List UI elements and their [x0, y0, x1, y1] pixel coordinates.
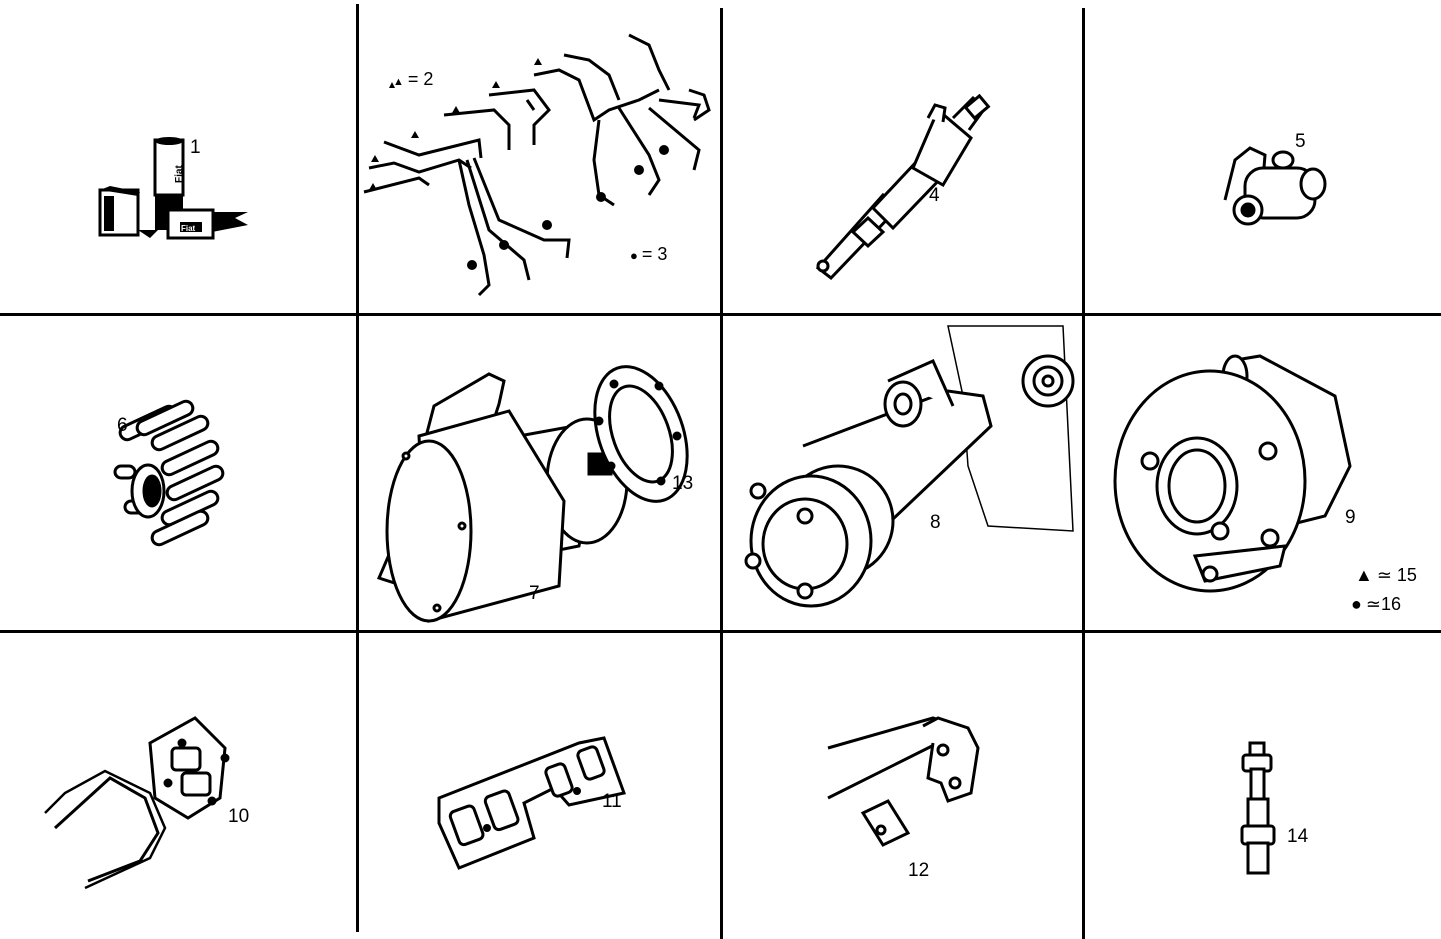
turbocharger-illustration — [1113, 354, 1352, 593]
legend-entry-15: ▲≃ 15 — [1355, 566, 1417, 584]
legend-entry-16: ●≃16 — [1351, 595, 1401, 613]
part-pump-with-gasket: 7 13 — [359, 316, 720, 630]
part-label: 11 — [602, 791, 622, 812]
stud-bolt-illustration — [1240, 741, 1276, 875]
part-label: 8 — [930, 512, 941, 533]
legend-text: ≃16 — [1365, 594, 1401, 614]
part-label: 6 — [117, 415, 128, 436]
impeller-illustration — [113, 399, 225, 547]
part-manifold-gasket: 10 — [0, 633, 356, 939]
part-label: 9 — [1345, 507, 1356, 528]
part-exhaust-pipe: 12 — [723, 633, 1082, 939]
part-turbocharger: 9 ▲≃ 15 ●≃16 — [1085, 316, 1441, 630]
triangle-icon: ▲ — [393, 76, 404, 88]
legend-text: = 3 — [641, 244, 668, 264]
exhaust-pipe-illustration — [827, 716, 980, 847]
exhaust-gasket-illustration — [437, 736, 626, 870]
triangle-icon: ▲ — [1355, 565, 1373, 585]
part-pulley-belt: 8 — [723, 316, 1082, 630]
part-label: 5 — [1295, 131, 1306, 152]
filter-cartridges-illustration: Fiat Fiat — [98, 137, 248, 240]
legend-text: ≃ 15 — [1376, 565, 1417, 585]
part-label: 4 — [929, 185, 940, 206]
legend-entry-3: ●= 3 — [630, 245, 667, 263]
part-stud-bolt: 14 — [1085, 633, 1441, 939]
circle-icon: ● — [1351, 594, 1362, 614]
part-valve-fitting: 5 — [1085, 0, 1441, 313]
part-label: 7 — [529, 583, 540, 604]
part-label: 10 — [228, 806, 250, 827]
part-exhaust-gasket: 11 — [359, 633, 720, 939]
svg-text:Fiat: Fiat — [174, 165, 185, 183]
grid-divider-v2 — [720, 8, 723, 939]
grid-divider-h2 — [0, 630, 1441, 633]
part-label: 14 — [1287, 826, 1309, 847]
part-injector: 4 — [723, 0, 1082, 313]
grid-divider-h1 — [0, 313, 1441, 316]
part-label: 1 — [190, 137, 201, 158]
part-label: 13 — [672, 473, 694, 494]
grid-divider-v3 — [1082, 8, 1085, 939]
legend-text: = 2 — [407, 69, 434, 89]
valve-fitting-illustration — [1223, 146, 1327, 226]
grid-divider-v1 — [356, 4, 359, 932]
injector-illustration — [815, 93, 991, 281]
part-injection-pipes: ▲= 2 ●= 3 — [359, 0, 720, 313]
part-impeller: 6 — [0, 316, 356, 630]
legend-triangle-icon — [369, 58, 669, 270]
circle-icon: ● — [630, 248, 638, 263]
part-label: 12 — [908, 860, 930, 881]
part-filter-cartridges: Fiat Fiat 1 — [0, 0, 356, 313]
pulley-belt-illustration — [744, 325, 1075, 608]
svg-text:Fiat: Fiat — [181, 224, 196, 233]
legend-entry-2: ▲= 2 — [393, 70, 433, 88]
pump-illustration — [376, 365, 689, 623]
manifold-gasket-illustration — [44, 716, 230, 890]
